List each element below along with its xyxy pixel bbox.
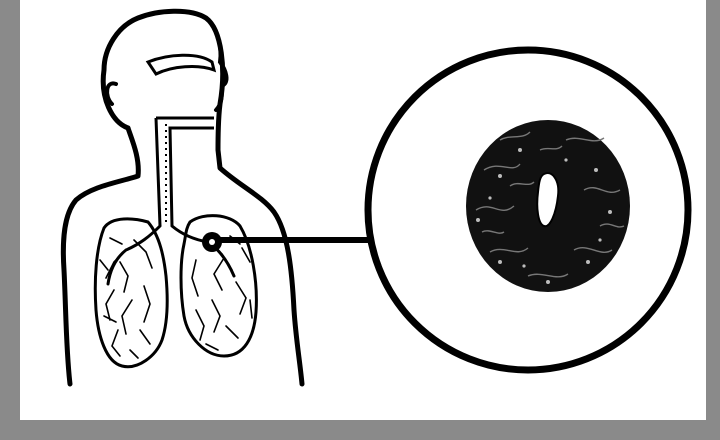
ear-outline (107, 83, 116, 104)
trachea-outer-right (170, 128, 214, 226)
left-lung (95, 219, 167, 367)
nasal-passage (148, 55, 214, 74)
left-lung-airways (100, 238, 152, 358)
bronchus-highlight-core (209, 239, 215, 245)
right-lung-airways (192, 236, 252, 350)
body-outline-left (63, 128, 138, 384)
face-profile (206, 18, 226, 110)
trachea-outer-left (156, 118, 214, 226)
